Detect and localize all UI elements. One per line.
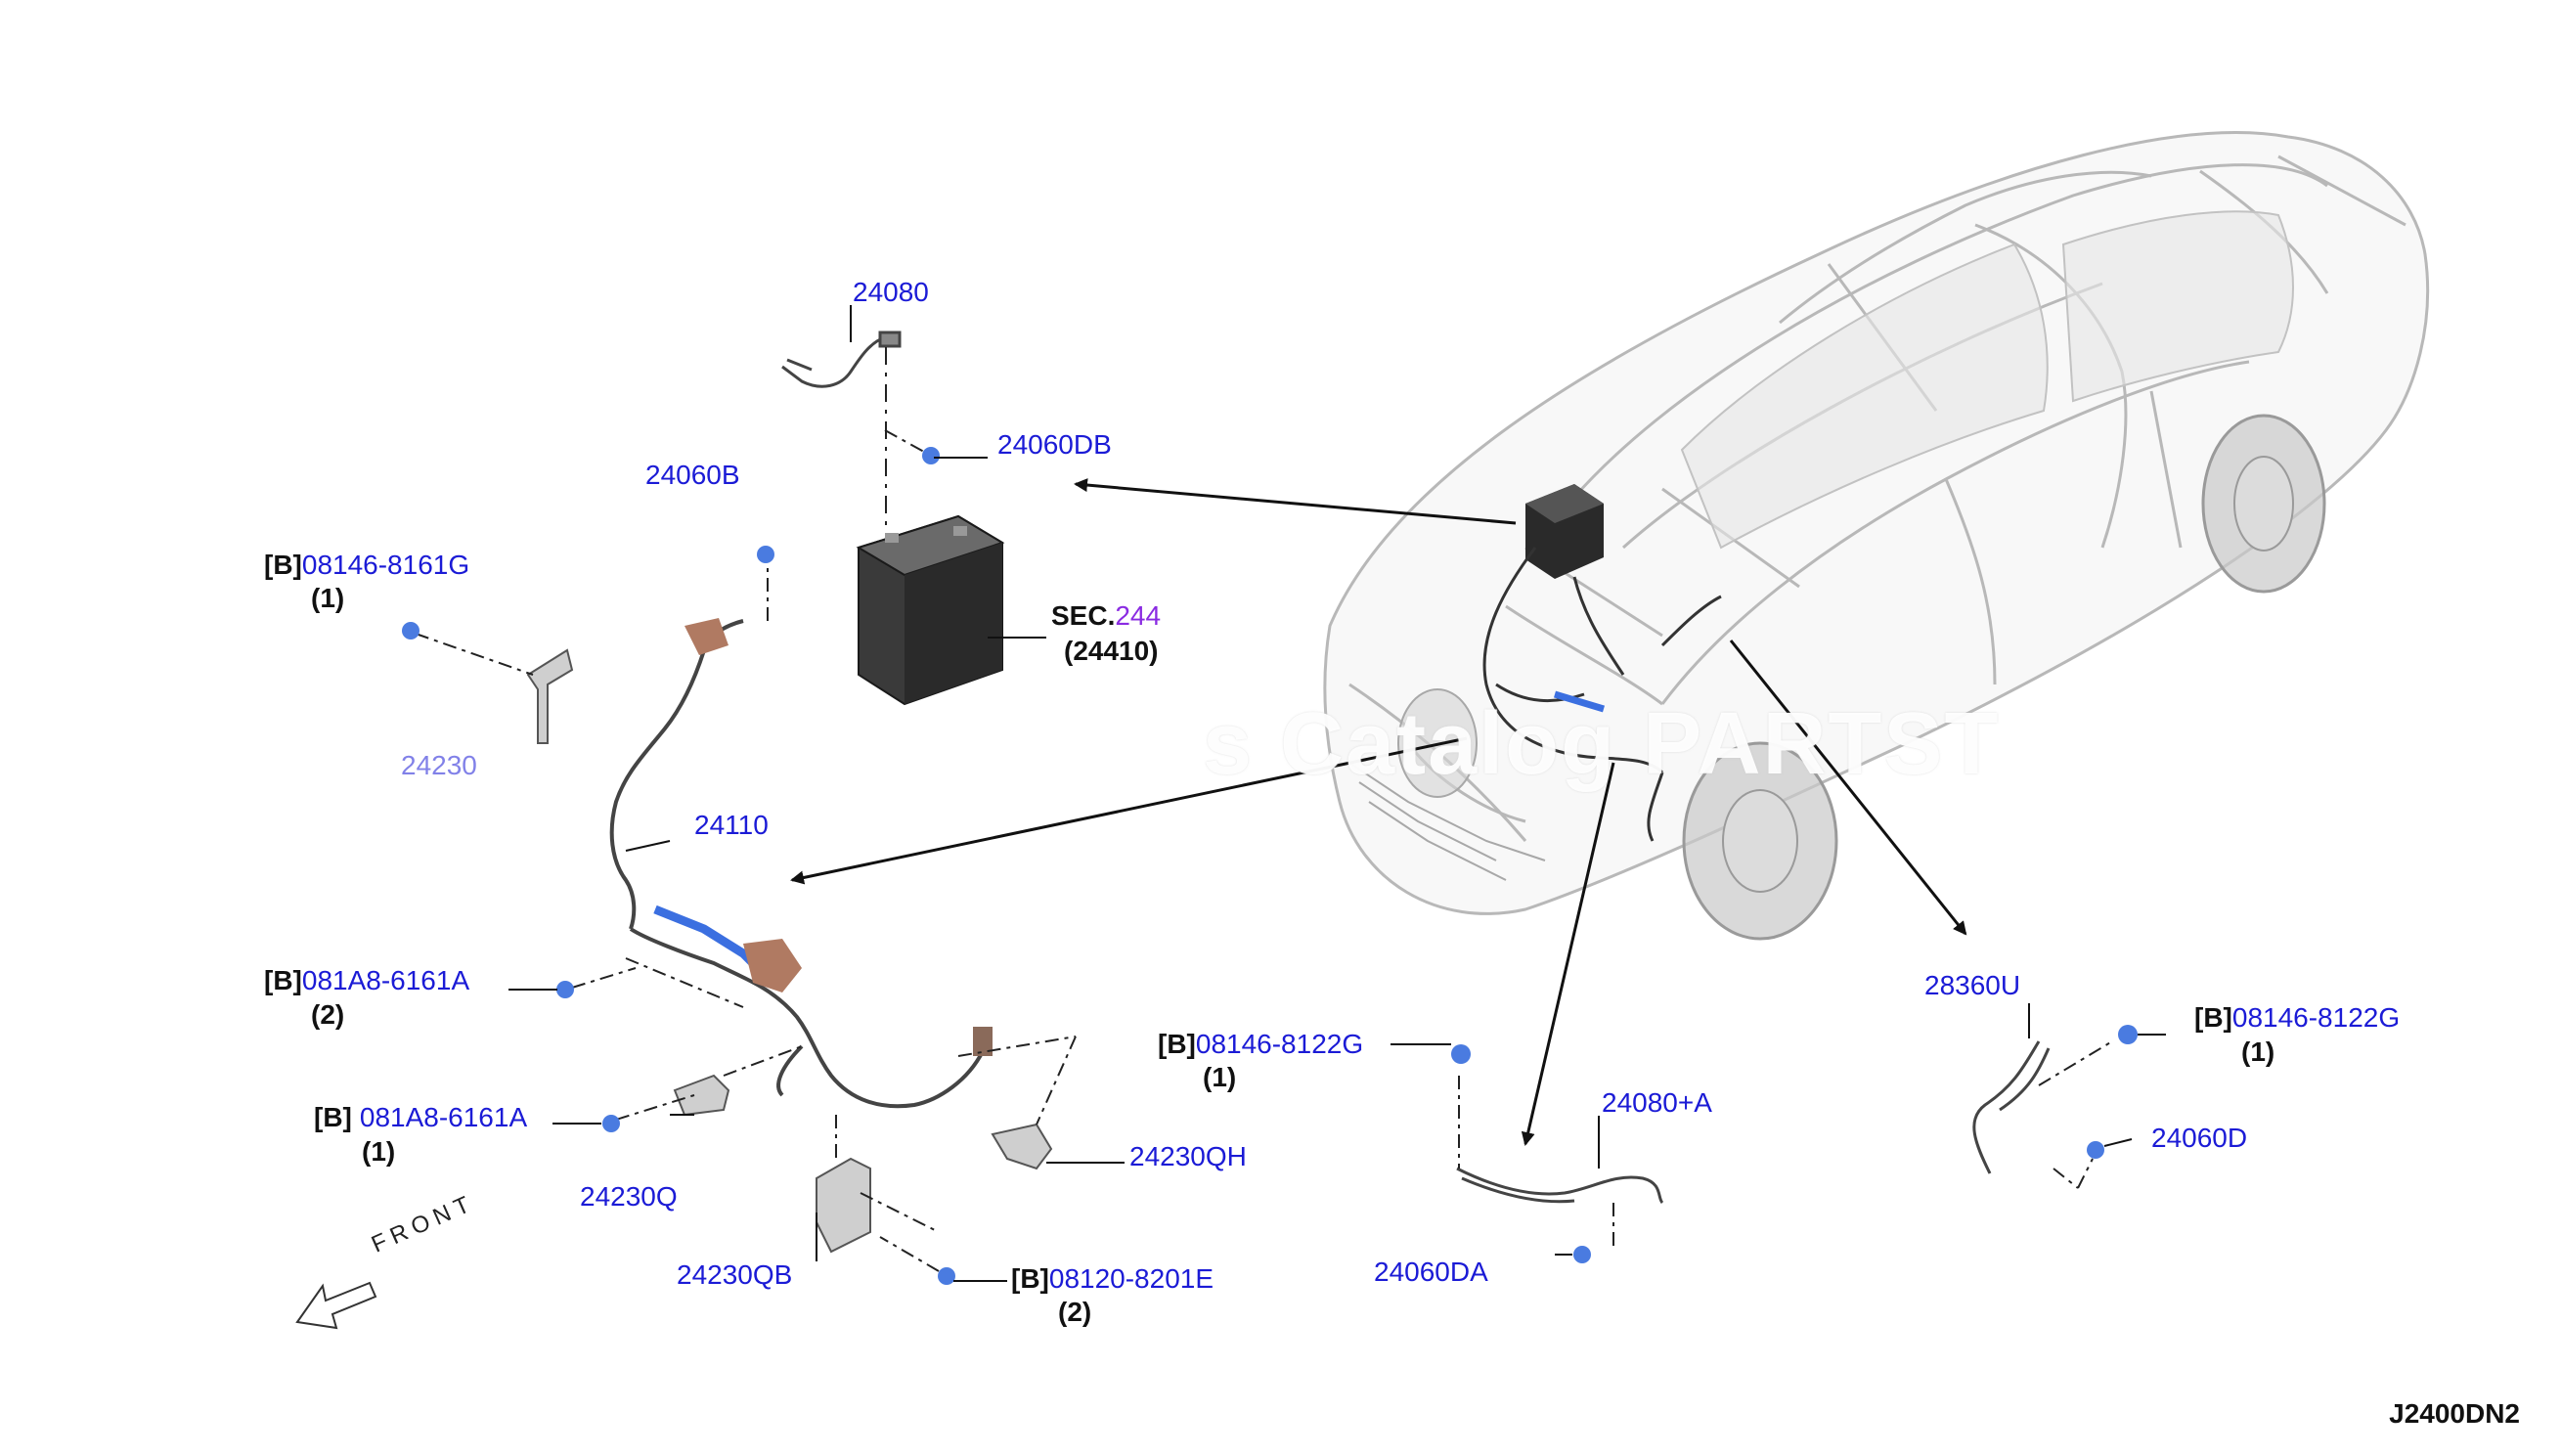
car-harness xyxy=(1482,547,1722,842)
label-24110: 24110 xyxy=(694,810,769,840)
qty-b5: (1) xyxy=(1203,1062,1237,1092)
bolt-b6 xyxy=(2118,1025,2138,1044)
car-grille xyxy=(1348,762,1546,881)
terminal-24110 xyxy=(743,939,802,993)
watermark: s Catalog PARTST xyxy=(1203,695,2001,793)
label-24080A: 24080+A xyxy=(1602,1087,1712,1118)
bolt-b1 xyxy=(402,622,419,640)
pn-b3: 081A8-6161A xyxy=(359,1102,528,1132)
dash-24060DB xyxy=(884,429,925,453)
label-24230QB: 24230QB xyxy=(677,1259,793,1290)
label-24060DB: 24060DB xyxy=(997,429,1112,460)
label-28360U: 28360U xyxy=(1924,970,2021,1000)
pn-b5: 08146-8122G xyxy=(1195,1029,1364,1059)
pn-b4: 08120-8201E xyxy=(1048,1263,1214,1294)
cable-28360U xyxy=(1972,1040,2051,1174)
cable-24080 xyxy=(781,331,902,388)
callout-b3: [B]081A8-6161A xyxy=(314,1102,527,1133)
label-24230QH: 24230QH xyxy=(1129,1141,1247,1171)
front-arrow-icon xyxy=(295,1281,377,1330)
bolt-24060D xyxy=(2087,1141,2104,1159)
callout-b5: [B]08146-8122G xyxy=(1158,1029,1363,1060)
terminal-top xyxy=(684,618,729,655)
bolt-b3 xyxy=(602,1115,620,1132)
label-24230-faded: 24230 xyxy=(401,750,477,780)
callout-b1: [B]08146-8161G xyxy=(264,550,469,581)
bolt-b5 xyxy=(1451,1044,1471,1064)
bracket-24230QB xyxy=(816,1157,871,1254)
bolt-24060DB xyxy=(922,447,940,464)
qty-b2: (2) xyxy=(311,999,345,1030)
tag-b5: [B] xyxy=(1158,1029,1196,1059)
dash-lines-right xyxy=(2038,1040,2113,1189)
tag-b6: [B] xyxy=(2194,1002,2232,1033)
bolt-24060DA xyxy=(1573,1246,1591,1263)
bolt-b2 xyxy=(556,981,574,998)
bracket-24230 xyxy=(526,648,574,744)
cable-24080A xyxy=(1456,1167,1664,1205)
tag-b3: [B] xyxy=(314,1102,352,1132)
bracket-24230Q xyxy=(673,1074,730,1117)
battery-24410 xyxy=(856,514,1005,706)
label-24060B: 24060B xyxy=(645,460,740,490)
qty-b3: (1) xyxy=(362,1136,396,1167)
diagram-code: J2400DN2 xyxy=(2389,1398,2520,1429)
car-harness-highlight xyxy=(1553,690,1606,713)
bracket-24230QH xyxy=(991,1123,1053,1170)
label-24060DA: 24060DA xyxy=(1374,1257,1488,1287)
qty-b1: (1) xyxy=(311,583,345,613)
sec-number: 244 xyxy=(1115,600,1162,631)
callout-b4: [B]08120-8201E xyxy=(1011,1263,1214,1295)
connector-end xyxy=(973,1027,993,1056)
car-glass xyxy=(1680,210,2294,550)
sec-part: (24410) xyxy=(1064,636,1159,666)
pn-b2: 081A8-6161A xyxy=(301,965,470,995)
sec-prefix: SEC. xyxy=(1051,600,1116,631)
label-24080: 24080 xyxy=(853,277,929,307)
tag-b1: [B] xyxy=(264,550,302,580)
car-battery xyxy=(1525,484,1604,579)
qty-b4: (2) xyxy=(1058,1297,1092,1327)
tag-b4: [B] xyxy=(1011,1263,1049,1294)
leader-arrows xyxy=(790,478,1967,1146)
bolt-b4 xyxy=(938,1267,955,1285)
callout-b6: [B]08146-8122G xyxy=(2194,1002,2400,1034)
callout-b2: [B]081A8-6161A xyxy=(264,965,469,996)
pn-b1: 08146-8161G xyxy=(301,550,470,580)
label-24060D: 24060D xyxy=(2151,1123,2248,1153)
tag-b2: [B] xyxy=(264,965,302,995)
qty-b6: (1) xyxy=(2241,1037,2275,1067)
callout-sec: SEC.244 xyxy=(1051,600,1161,632)
car-wheels xyxy=(1397,414,2326,941)
label-24230Q: 24230Q xyxy=(580,1181,678,1212)
dash-b1 xyxy=(415,633,534,676)
bolt-24060B xyxy=(757,546,774,563)
label-leaders xyxy=(508,305,2166,1282)
dash-lines-lower xyxy=(571,957,1077,1272)
pn-b6: 08146-8122G xyxy=(2231,1002,2401,1033)
